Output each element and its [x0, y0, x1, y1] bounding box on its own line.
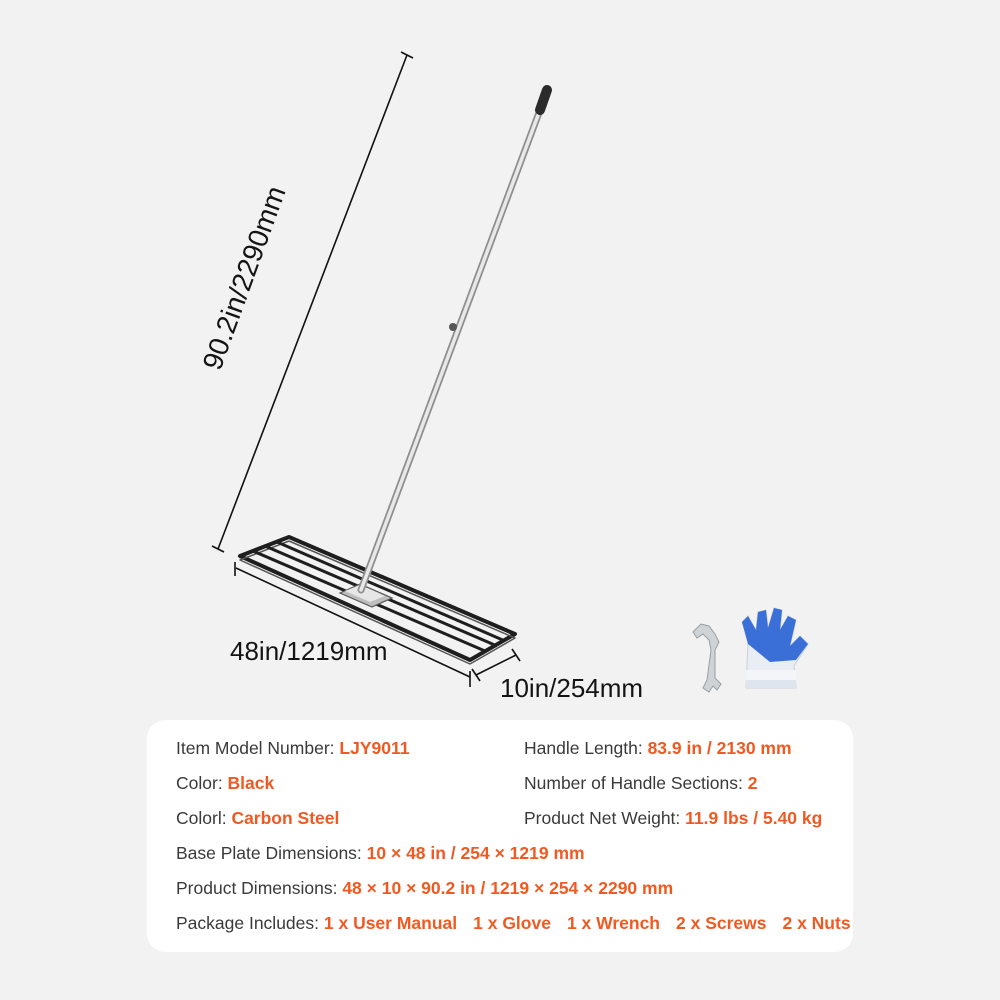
width-dimension-line [471, 648, 521, 682]
spec-handle-sections: Number of Handle Sections: 2 [524, 773, 757, 794]
wrench-icon [692, 623, 722, 693]
spec-label: Colorl: [176, 808, 232, 828]
package-item: 1 x Wrench [566, 913, 660, 933]
spec-label: Product Dimensions: [176, 878, 343, 898]
package-item: 2 x Nuts [782, 913, 851, 933]
spec-value: LJY9011 [339, 738, 410, 758]
spec-package-includes: Package Includes: 1 x User Manual 1 x Glo… [176, 913, 867, 934]
spec-material: Colorl: Carbon Steel [176, 808, 339, 829]
specifications-card: Item Model Number: LJY9011 Handle Length… [147, 720, 853, 952]
length-dimension-label: 48in/1219mm [230, 636, 388, 666]
spec-label: Product Net Weight: [524, 808, 686, 828]
width-dimension-label: 10in/254mm [500, 673, 644, 703]
spec-label: Base Plate Dimensions: [176, 843, 367, 863]
package-item: 2 x Screws [676, 913, 767, 933]
rake-handle [357, 85, 552, 594]
spec-value: 2 [747, 773, 758, 793]
spec-value: 83.9 in / 2130 mm [647, 738, 792, 758]
spec-model: Item Model Number: LJY9011 [176, 738, 409, 759]
spec-value: Black [227, 773, 275, 793]
length-dimension-line [234, 562, 471, 687]
spec-value: Carbon Steel [231, 808, 340, 828]
spec-value: 10 × 48 in / 254 × 1219 mm [366, 843, 585, 863]
spec-handle-length: Handle Length: 83.9 in / 2130 mm [524, 738, 792, 759]
spec-label: Package Includes: [176, 913, 324, 933]
package-item: 1 x Glove [473, 913, 551, 933]
spec-label: Color: [176, 773, 228, 793]
gloves-icon [741, 607, 809, 689]
spec-label: Handle Length: [524, 738, 648, 758]
spec-value: 11.9 lbs / 5.40 kg [685, 808, 823, 828]
spec-value: 48 × 10 × 90.2 in / 1219 × 254 × 2290 mm [342, 878, 674, 898]
spec-net-weight: Product Net Weight: 11.9 lbs / 5.40 kg [524, 808, 822, 829]
handle-bracket [338, 583, 394, 608]
height-dimension-line [211, 51, 414, 553]
spec-color: Color: Black [176, 773, 274, 794]
package-item: 1 x User Manual [323, 913, 458, 933]
spec-base-plate: Base Plate Dimensions: 10 × 48 in / 254 … [176, 843, 585, 864]
spec-product-dimensions: Product Dimensions: 48 × 10 × 90.2 in / … [176, 878, 673, 899]
product-illustration [211, 51, 809, 693]
spec-label: Item Model Number: [176, 738, 340, 758]
spec-label: Number of Handle Sections: [524, 773, 748, 793]
